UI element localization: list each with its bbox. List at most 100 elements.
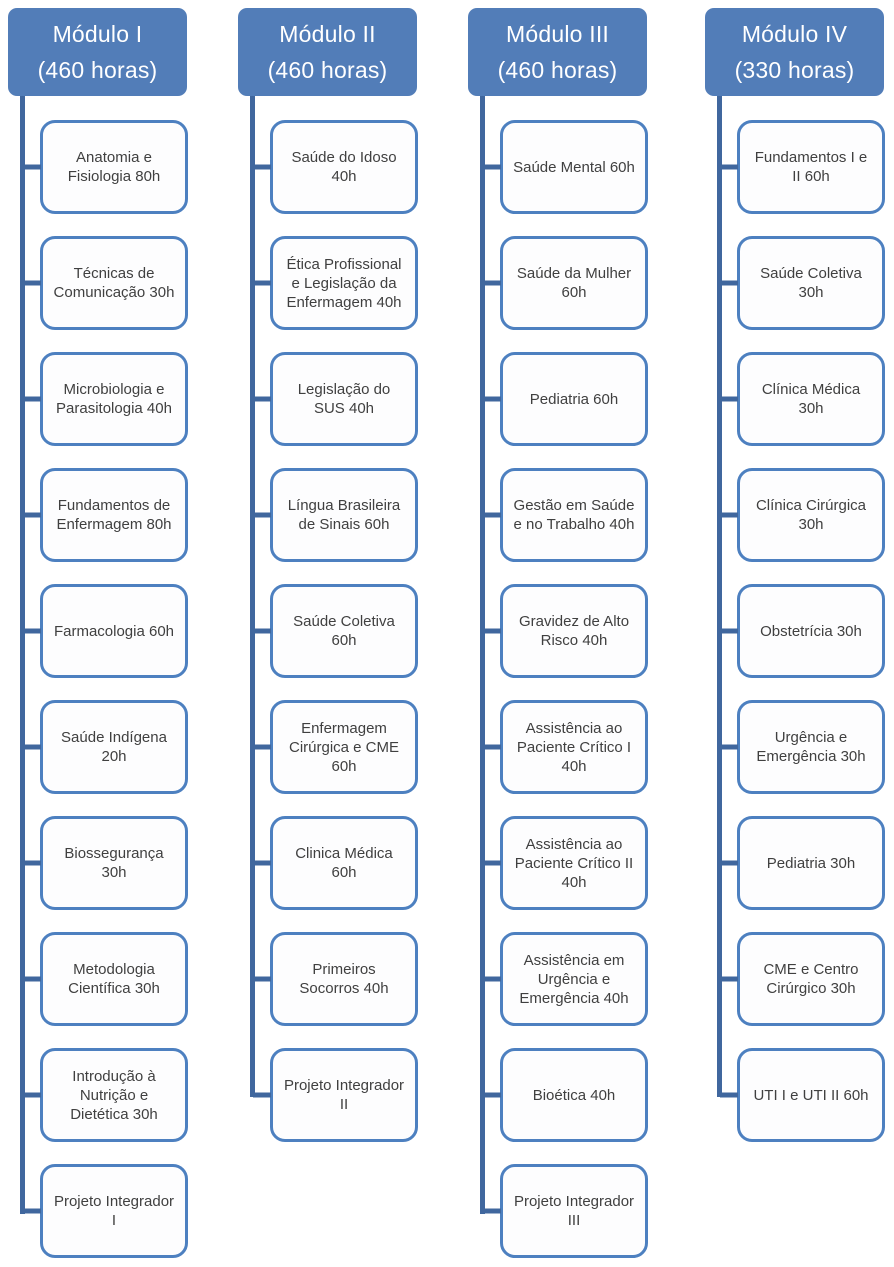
course-label: Pediatria 60h xyxy=(529,390,619,408)
module-column-4: Módulo IV (330 horas) Fundamentos I e II… xyxy=(705,8,894,1142)
course-box: Primeiros Socorros 40h xyxy=(270,932,418,1026)
course-box: Saúde Mental 60h xyxy=(500,120,648,214)
course-label: Projeto Integrador III xyxy=(513,1193,635,1229)
course-box: Saúde Coletiva 60h xyxy=(270,584,418,678)
course-label: Microbiologia e Parasitologia 40h xyxy=(56,381,172,417)
course-box: Gravidez de Alto Risco 40h xyxy=(500,584,648,678)
course-label: Técnicas de Comunicação 30h xyxy=(53,265,175,301)
course-box: Saúde do Idoso 40h xyxy=(270,120,418,214)
module-1-hours: (460 horas) xyxy=(37,56,158,83)
module-4-hours: (330 horas) xyxy=(734,56,855,83)
course-box: Urgência e Emergência 30h xyxy=(737,700,885,794)
course-label: Fundamentos de Enfermagem 80h xyxy=(56,497,172,533)
course-label: Primeiros Socorros 40h xyxy=(299,961,389,997)
course-box: Farmacologia 60h xyxy=(40,584,188,678)
course-box: Saúde da Mulher 60h xyxy=(500,236,648,330)
course-box: Microbiologia e Parasitologia 40h xyxy=(40,352,188,446)
course-label: Enfermagem Cirúrgica e CME 60h xyxy=(288,719,400,775)
course-label: Clínica Médica 30h xyxy=(761,381,861,417)
course-box: Legislação do SUS 40h xyxy=(270,352,418,446)
course-box: Projeto Integrador III xyxy=(500,1164,648,1258)
course-box: Clinica Médica 60h xyxy=(270,816,418,910)
course-label: Farmacologia 60h xyxy=(53,622,175,640)
course-label: Saúde Coletiva 60h xyxy=(293,613,395,649)
module-1-connector-line xyxy=(20,96,25,1214)
course-box: Projeto Integrador I xyxy=(40,1164,188,1258)
module-1-title: Módulo I xyxy=(52,20,143,47)
course-box: Introdução à Nutrição e Dietética 30h xyxy=(40,1048,188,1142)
course-label: Biossegurança 30h xyxy=(64,845,164,881)
course-label: CME e Centro Cirúrgico 30h xyxy=(763,961,859,997)
course-box: Saúde Indígena 20h xyxy=(40,700,188,794)
course-label: Gravidez de Alto Risco 40h xyxy=(518,613,630,649)
module-column-1: Módulo I (460 horas) Anatomia e Fisiolog… xyxy=(8,8,198,1258)
course-box: Projeto Integrador II xyxy=(270,1048,418,1142)
course-box: Técnicas de Comunicação 30h xyxy=(40,236,188,330)
course-box: Metodologia Científica 30h xyxy=(40,932,188,1026)
course-label: Saúde da Mulher 60h xyxy=(516,265,632,301)
course-box: Assistência ao Paciente Crítico II 40h xyxy=(500,816,648,910)
course-box: Anatomia e Fisiologia 80h xyxy=(40,120,188,214)
course-label: Clínica Cirúrgica 30h xyxy=(755,497,867,533)
course-label: Introdução à Nutrição e Dietética 30h xyxy=(70,1067,158,1123)
course-label: UTI I e UTI II 60h xyxy=(753,1086,869,1104)
course-box: Bioética 40h xyxy=(500,1048,648,1142)
course-box: Assistência ao Paciente Crítico I 40h xyxy=(500,700,648,794)
course-label: Assistência ao Paciente Crítico I 40h xyxy=(516,719,632,775)
module-2-title: Módulo II xyxy=(279,20,376,47)
course-box: UTI I e UTI II 60h xyxy=(737,1048,885,1142)
course-label: Fundamentos I e II 60h xyxy=(754,149,868,185)
course-label: Assistência ao Paciente Crítico II 40h xyxy=(514,835,634,891)
course-label: Anatomia e Fisiologia 80h xyxy=(67,149,161,185)
course-box: Assistência em Urgência e Emergência 40h xyxy=(500,932,648,1026)
course-label: Saúde Coletiva 30h xyxy=(760,265,862,301)
module-3-course-list: Saúde Mental 60h Saúde da Mulher 60h Ped… xyxy=(500,120,658,1258)
module-2-header: Módulo II (460 horas) xyxy=(238,8,417,96)
module-3-header: Módulo III (460 horas) xyxy=(468,8,647,96)
course-label: Saúde Indígena 20h xyxy=(61,729,167,765)
course-label: Saúde Mental 60h xyxy=(513,158,635,176)
course-box: Clínica Médica 30h xyxy=(737,352,885,446)
module-4-header: Módulo IV (330 horas) xyxy=(705,8,884,96)
course-label: Língua Brasileira de Sinais 60h xyxy=(287,497,401,533)
course-box: Pediatria 30h xyxy=(737,816,885,910)
course-label: Legislação do SUS 40h xyxy=(297,381,391,417)
module-3-connector-line xyxy=(480,96,485,1214)
course-box: Clínica Cirúrgica 30h xyxy=(737,468,885,562)
course-box: CME e Centro Cirúrgico 30h xyxy=(737,932,885,1026)
module-2-connector-line xyxy=(250,96,255,1097)
course-label: Clinica Médica 60h xyxy=(295,845,393,881)
course-box: Biossegurança 30h xyxy=(40,816,188,910)
module-4-title: Módulo IV xyxy=(741,20,848,47)
module-2-hours: (460 horas) xyxy=(267,56,388,83)
module-3-hours: (460 horas) xyxy=(497,56,618,83)
course-box: Língua Brasileira de Sinais 60h xyxy=(270,468,418,562)
course-label: Projeto Integrador I xyxy=(53,1193,175,1229)
course-box: Obstetrícia 30h xyxy=(737,584,885,678)
module-1-header: Módulo I (460 horas) xyxy=(8,8,187,96)
course-label: Metodologia Científica 30h xyxy=(68,961,160,997)
course-label: Saúde do Idoso 40h xyxy=(291,149,397,185)
course-box: Fundamentos I e II 60h xyxy=(737,120,885,214)
module-4-course-list: Fundamentos I e II 60h Saúde Coletiva 30… xyxy=(737,120,894,1142)
course-label: Assistência em Urgência e Emergência 40h xyxy=(519,951,629,1007)
module-3-title: Módulo III xyxy=(506,20,609,47)
course-label: Bioética 40h xyxy=(532,1086,616,1104)
course-box: Gestão em Saúde e no Trabalho 40h xyxy=(500,468,648,562)
course-box: Ética Profissional e Legislação da Enfer… xyxy=(270,236,418,330)
course-box: Saúde Coletiva 30h xyxy=(737,236,885,330)
course-box: Pediatria 60h xyxy=(500,352,648,446)
course-label: Projeto Integrador II xyxy=(283,1077,405,1113)
course-label: Ética Profissional e Legislação da Enfer… xyxy=(286,255,402,311)
course-label: Urgência e Emergência 30h xyxy=(756,729,866,765)
module-1-course-list: Anatomia e Fisiologia 80h Técnicas de Co… xyxy=(40,120,198,1258)
course-box: Fundamentos de Enfermagem 80h xyxy=(40,468,188,562)
module-4-connector-line xyxy=(717,96,722,1097)
course-box: Enfermagem Cirúrgica e CME 60h xyxy=(270,700,418,794)
module-column-3: Módulo III (460 horas) Saúde Mental 60h … xyxy=(468,8,658,1258)
course-label: Pediatria 30h xyxy=(766,854,856,872)
module-column-2: Módulo II (460 horas) Saúde do Idoso 40h… xyxy=(238,8,428,1142)
course-label: Gestão em Saúde e no Trabalho 40h xyxy=(513,497,635,533)
course-label: Obstetrícia 30h xyxy=(760,622,862,640)
